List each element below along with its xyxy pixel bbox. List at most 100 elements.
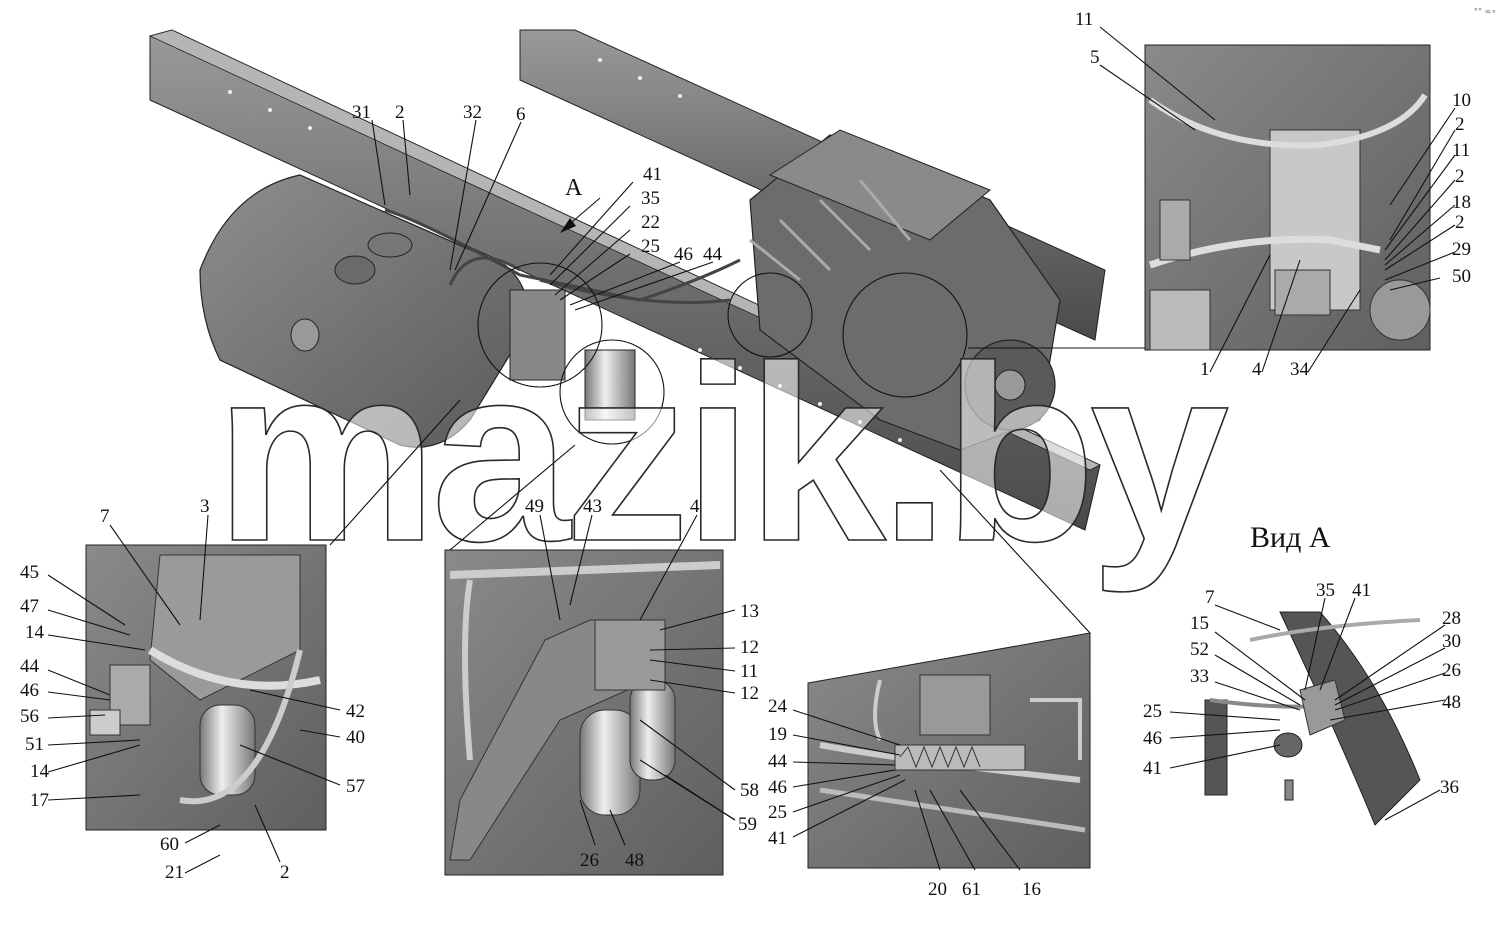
label: 48	[1442, 692, 1461, 713]
label: 11	[740, 661, 758, 682]
frame-holes	[228, 58, 902, 442]
label: 14	[30, 761, 50, 782]
label: 50	[1452, 266, 1471, 287]
label: 26	[1442, 660, 1461, 681]
labels-main: 31 2 32 6 41 35 22 25 46 44	[352, 102, 723, 265]
label: 41	[643, 164, 662, 185]
label: 4	[1252, 359, 1262, 380]
label: 61	[962, 879, 981, 900]
label: 25	[1143, 701, 1162, 722]
label: 4	[690, 496, 700, 517]
label: 56	[20, 706, 39, 727]
label: 15	[1190, 613, 1209, 634]
labels-left: 7 3 45 47 14 44 46 56 51 14 17 42 40 57 …	[20, 496, 365, 883]
label: 18	[1452, 192, 1471, 213]
callout-circle-1	[477, 262, 603, 388]
label: 5	[1090, 47, 1100, 68]
inset-center	[444, 549, 724, 876]
label: 35	[1316, 580, 1335, 601]
label: 44	[768, 751, 788, 772]
labels-topright: 11 5 10 2 11 2 18 2 29 50 1 4 34	[1075, 9, 1471, 380]
label: 24	[768, 696, 788, 717]
label: 2	[395, 102, 405, 123]
label: 12	[740, 637, 759, 658]
labels-lowercenter: 24 19 44 46 25 41 20 61 16	[768, 696, 1041, 900]
label: 42	[346, 701, 365, 722]
fuel-lines	[384, 208, 741, 304]
label: 2	[1455, 212, 1465, 233]
label: 13	[740, 601, 759, 622]
label: 45	[20, 562, 39, 583]
label: 2	[1455, 114, 1465, 135]
label: 48	[625, 850, 644, 871]
label: 16	[1022, 879, 1041, 900]
main-filter-bracket	[509, 289, 566, 381]
tank-port	[290, 318, 320, 352]
tank-hatch	[334, 255, 376, 285]
label: 6	[516, 104, 526, 125]
label: 57	[346, 776, 365, 797]
label: 25	[641, 236, 660, 257]
label: 2	[280, 862, 290, 883]
watermark: mazik.by	[215, 314, 1228, 593]
label: 49	[525, 496, 544, 517]
labels-center: 49 43 4 13 12 11 12 58 59 26 48	[525, 496, 759, 871]
label: 11	[1075, 9, 1093, 30]
label: 11	[1452, 140, 1470, 161]
label: 25	[768, 802, 787, 823]
label: 58	[740, 780, 759, 801]
label: 10	[1452, 90, 1471, 111]
inset-topright	[1144, 44, 1431, 351]
engine	[749, 129, 1061, 451]
label: 46	[20, 680, 39, 701]
view-a-title: Вид А	[1250, 521, 1331, 554]
inset-lowercenter	[807, 632, 1091, 869]
label: 41	[1352, 580, 1371, 601]
label: 7	[1205, 587, 1215, 608]
label: 60	[160, 834, 179, 855]
callout-circle-3	[727, 272, 813, 358]
view-arrow-label: А	[565, 175, 583, 201]
label: 29	[1452, 239, 1471, 260]
label: 19	[768, 724, 787, 745]
label: 43	[583, 496, 602, 517]
label: 41	[1143, 758, 1162, 779]
label: 31	[352, 102, 371, 123]
label: 47	[20, 596, 39, 617]
label: 3	[200, 496, 210, 517]
callout-circle-2	[559, 339, 665, 445]
label: 36	[1440, 777, 1459, 798]
label: 40	[346, 727, 365, 748]
label: 14	[25, 622, 45, 643]
label: 30	[1442, 631, 1461, 652]
label: 46	[768, 777, 787, 798]
label: 34	[1290, 359, 1310, 380]
label: 35	[641, 188, 660, 209]
label: 52	[1190, 639, 1209, 660]
label: 26	[580, 850, 599, 871]
label: 1	[1200, 359, 1210, 380]
label: 59	[738, 814, 757, 835]
callout-circle-4	[842, 272, 968, 398]
label: 2	[1455, 166, 1465, 187]
label: 21	[165, 862, 184, 883]
label: 44	[703, 244, 723, 265]
main-filter-pair	[584, 349, 636, 421]
label: 22	[641, 212, 660, 233]
corner-mark: °° ∞∘	[1474, 7, 1496, 16]
main-assembly	[148, 29, 1106, 531]
inset-left	[85, 544, 327, 831]
label: 12	[740, 683, 759, 704]
labels-viewA: 7 35 41 15 28 52 30 33 26 48 25 46 41 36	[1143, 580, 1461, 798]
label: 17	[30, 790, 49, 811]
label: 41	[768, 828, 787, 849]
label: 28	[1442, 608, 1461, 629]
label: 7	[100, 506, 110, 527]
label: 51	[25, 734, 44, 755]
tank-filler-neck	[367, 232, 413, 258]
label: 33	[1190, 666, 1209, 687]
label: 46	[1143, 728, 1162, 749]
inset-viewA	[1204, 611, 1421, 826]
